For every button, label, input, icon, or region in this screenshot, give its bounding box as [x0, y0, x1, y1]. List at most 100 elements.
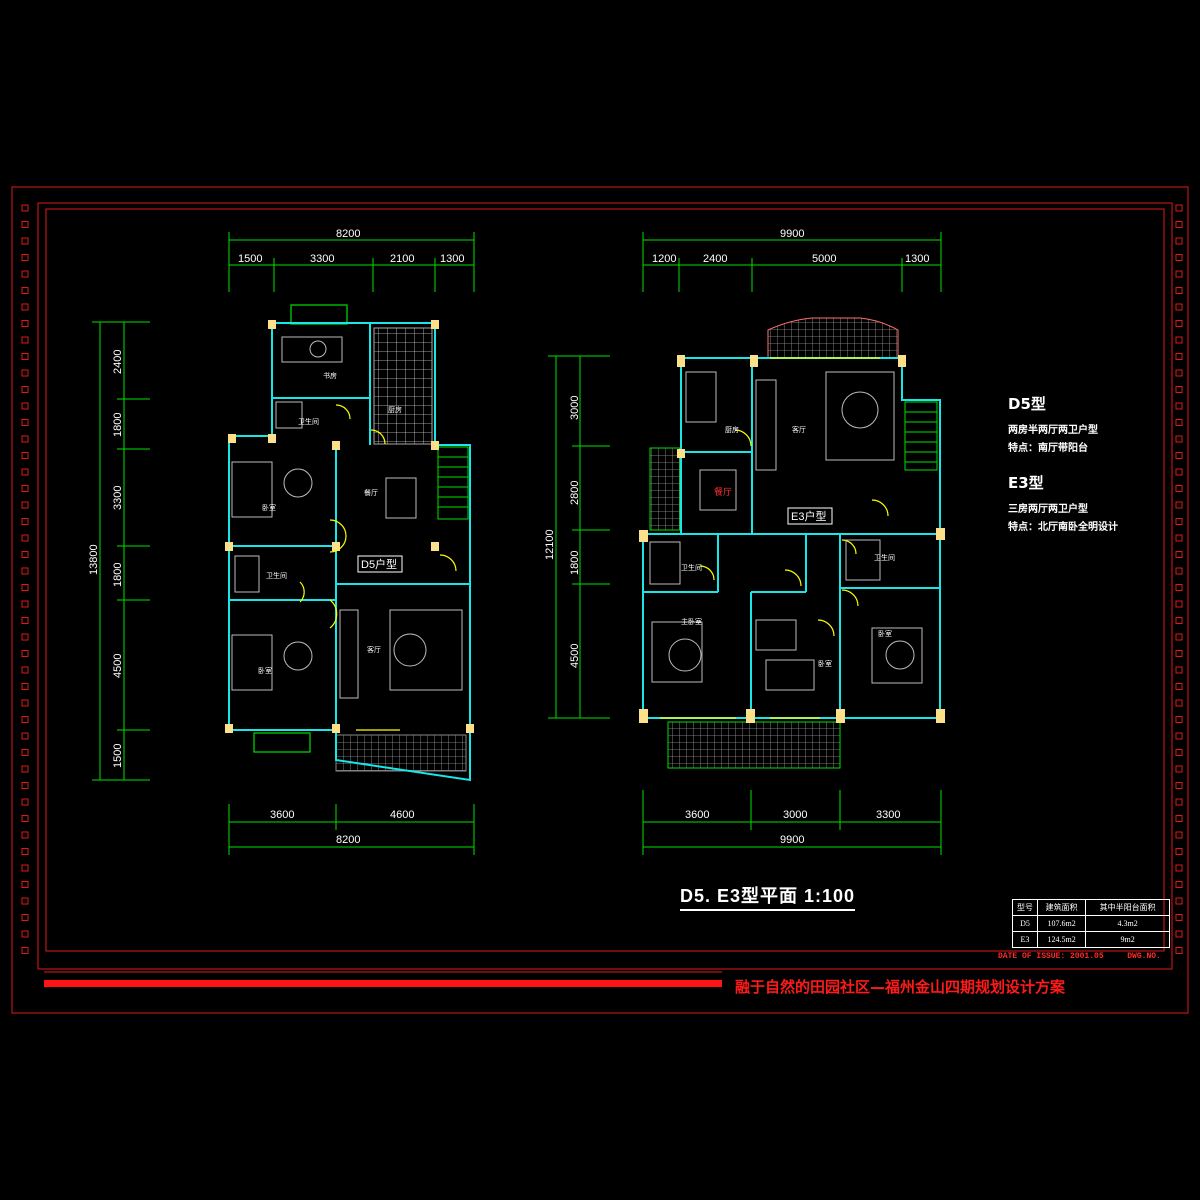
- d5-room-bath2: 卫生间: [266, 571, 287, 580]
- frame-tick: [1175, 534, 1183, 542]
- frame-tick: [21, 798, 29, 806]
- frame-tick: [1175, 947, 1183, 954]
- e3-plan: 厨房 客厅 餐厅 卫生间 卫生间 主卧室 卧室 卧室 E3户型 9900 120…: [544, 228, 945, 855]
- frame-tick: [1175, 419, 1183, 426]
- frame-tick: [1175, 402, 1183, 410]
- area-table-header: 型号 建筑面积 其中半阳台面积: [1012, 899, 1170, 916]
- frame-tick: [21, 584, 29, 591]
- e3-top-total: 9900: [780, 228, 804, 240]
- d5-plan: 书房 厨房 卫生间 餐厅 卧室 卫生间 卧室 客厅 D5户型 8200 1500…: [88, 228, 475, 855]
- frame-tick: [21, 914, 29, 921]
- frame-tick: [1175, 204, 1183, 212]
- frame-tick: [21, 650, 29, 657]
- d5-bottom-seg-2: 4600: [390, 809, 414, 821]
- e3-left-seg-4: 4500: [569, 644, 581, 668]
- row-balcony: 9m2: [1085, 931, 1170, 948]
- d5-top-seg-3: 2100: [390, 253, 414, 265]
- frame-tick: [21, 567, 29, 575]
- d5-room-kitchen: 厨房: [388, 405, 402, 414]
- frame-tick: [21, 468, 29, 476]
- frame-tick: [1175, 485, 1183, 492]
- frame-tick: [1175, 765, 1183, 773]
- d5-room-bedroom1: 卧室: [262, 503, 276, 512]
- row-area: 107.6m2: [1036, 915, 1087, 932]
- e3-stair: [904, 401, 938, 471]
- e3-room-dining: 餐厅: [714, 486, 732, 498]
- e3-top-dims: [642, 232, 942, 292]
- frame-tick: [1175, 815, 1183, 822]
- frame-tick: [1175, 848, 1183, 855]
- frame-tick: [1175, 683, 1183, 690]
- frame-tick: [21, 716, 29, 723]
- frame-tick: [1175, 650, 1183, 657]
- header-type: 型号: [1012, 899, 1038, 916]
- frame-tick: [1175, 221, 1183, 228]
- d5-left-seg-5: 4500: [112, 654, 124, 678]
- e3-info-title: E3型: [1008, 474, 1044, 492]
- frame-tick: [21, 600, 29, 608]
- frame-tick: [1175, 914, 1183, 921]
- frame-tick: [1175, 518, 1183, 525]
- e3-south-balcony: [667, 721, 841, 769]
- frame-tick: [21, 765, 29, 773]
- frame-tick: [21, 699, 29, 707]
- frame-tick: [1175, 287, 1183, 294]
- frame-tick: [1175, 369, 1183, 377]
- frame-tick: [21, 435, 29, 443]
- e3-room-bath1: 卫生间: [681, 563, 702, 572]
- d5-info-title: D5型: [1008, 395, 1046, 413]
- row-balcony: 4.3m2: [1085, 915, 1170, 932]
- frame-tick: [21, 831, 29, 839]
- drawing-number-label: DWG.NO.: [1127, 952, 1161, 961]
- frame-tick: [1175, 831, 1183, 839]
- d5-room-living: 客厅: [367, 645, 381, 654]
- frame-tick: [1175, 782, 1183, 789]
- frame-tick: [21, 287, 29, 294]
- frame-tick: [21, 881, 29, 888]
- d5-doors: [299, 404, 457, 731]
- frame-tick: [1175, 881, 1183, 888]
- frame-tick: [21, 402, 29, 410]
- frame-tick: [1175, 930, 1183, 938]
- frame-tick: [21, 303, 29, 311]
- table-row: E3 124.5m2 9m2: [1012, 931, 1170, 948]
- e3-bottom-total: 9900: [780, 834, 804, 846]
- e3-furniture: [649, 371, 923, 691]
- frame-tick: [1175, 353, 1183, 360]
- frame-tick: [1175, 897, 1183, 905]
- d5-walls: [228, 322, 471, 782]
- frame-tick: [21, 419, 29, 426]
- frame-tick: [21, 683, 29, 690]
- frame-tick: [21, 633, 29, 641]
- e3-top-seg-2: 2400: [703, 253, 727, 265]
- frame-tick: [21, 815, 29, 822]
- project-title: 融于自然的田园社区—福州金山四期规划设计方案: [735, 978, 1066, 996]
- frame-tick: [21, 485, 29, 492]
- frame-tick: [21, 897, 29, 905]
- e3-left-dims: [548, 355, 610, 719]
- e3-tag-box: [787, 507, 833, 525]
- d5-left-dims: [92, 321, 150, 781]
- frame-tick: [1175, 732, 1183, 740]
- frame-tick: [21, 386, 29, 393]
- table-row: D5 107.6m2 4.3m2: [1012, 915, 1170, 932]
- frame-tick: [1175, 749, 1183, 756]
- frame-tick: [1175, 320, 1183, 327]
- frame-tick: [21, 534, 29, 542]
- frame-tick: [21, 270, 29, 278]
- d5-bottom-dims: [228, 804, 475, 855]
- frame-tick: [1175, 584, 1183, 591]
- e3-left-seg-2: 2800: [569, 481, 581, 505]
- frame-tick: [21, 930, 29, 938]
- frame-tick: [1175, 386, 1183, 393]
- e3-doors: [660, 357, 889, 719]
- d5-left-seg-3: 3300: [112, 486, 124, 510]
- e3-columns: [639, 355, 945, 723]
- e3-bottom-dims: [642, 790, 942, 855]
- frame-tick: [1175, 501, 1183, 509]
- frame-tick: [21, 221, 29, 228]
- title-frame: [11, 186, 1189, 1014]
- e3-top-seg-1: 1200: [652, 253, 676, 265]
- d5-left-seg-2: 1800: [112, 413, 124, 437]
- d5-columns: [225, 320, 474, 733]
